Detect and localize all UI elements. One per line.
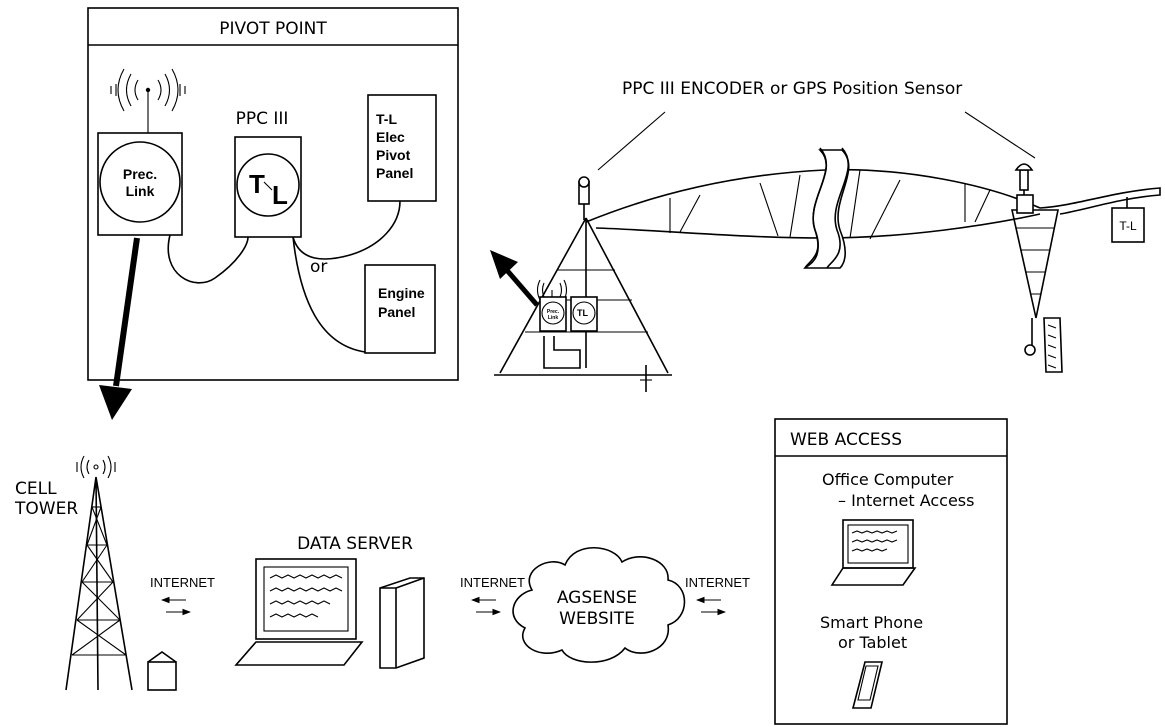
data-server-label: DATA SERVER [297,534,413,554]
engine-panel-line-2: Panel [378,304,415,320]
pivot-panel-line-3: Pivot [376,147,411,163]
or-label: or [310,257,327,277]
agsense-label-2: WEBSITE [559,609,635,629]
mini-prec-label-2: Link [548,315,558,321]
tl-logo-t: T [249,169,265,199]
mini-tl-t: TL [577,308,588,318]
engine-panel-line-1: Engine [378,285,425,301]
internet-link-1: INTERNET [150,575,215,616]
engine-panel: Engine Panel [364,264,436,354]
sensor-label: PPC III ENCODER or GPS Position Sensor [622,79,962,99]
cable-link-ppc [167,234,249,284]
pivot-point-title: PIVOT POINT [219,19,327,39]
ppc-unit: T L [234,136,302,238]
tl-logo-l: L [272,180,288,210]
agsense-cloud: AGSENSE WEBSITE [512,546,686,663]
phone-label-1: Smart Phone [820,613,923,632]
pivot-panel-line-4: Panel [376,165,413,181]
mini-ppc: TL [570,296,598,332]
precision-link-unit: Prec. Link [97,132,183,236]
pivot-point-box: PIVOT POINT Prec. Link PPC III [87,7,459,381]
pivot-machine: PPC III ENCODER or GPS Position Sensor P… [490,79,1161,392]
end-box-label: T-L [1119,219,1137,233]
cable-ppc-panel [292,200,401,260]
antenna-waves-icon [110,68,186,133]
web-access-title: WEB ACCESS [790,430,902,450]
office-label-1: Office Computer [822,470,954,489]
down-arrow-icon [99,237,140,420]
cell-tower-label-2: TOWER [14,499,78,519]
agsense-label-1: AGSENSE [557,588,637,608]
smartphone-icon [851,661,884,709]
cable-ppc-engine [292,236,366,353]
pivot-panel-line-2: Elec [376,129,405,145]
cell-tower-label-1: CELL [15,479,57,499]
up-left-arrow-icon [490,250,539,307]
internet-link-2: INTERNET [460,575,525,616]
pivot-panel-line-1: T-L [376,111,397,127]
cell-tower: CELL TOWER [14,455,177,691]
ppc-label: PPC III [236,109,289,129]
laptop-icon [830,519,917,586]
internet-label-1: INTERNET [150,575,215,590]
prec-link-label-2: Link [126,183,155,199]
internet-label-2: INTERNET [460,575,525,590]
phone-label-2: or Tablet [838,633,907,652]
internet-label-3: INTERNET [685,575,750,590]
data-server: DATA SERVER [234,534,425,669]
internet-link-3: INTERNET [685,575,750,616]
tower-antenna-icon [76,455,116,479]
mini-prec-label-1: Prec. [547,309,560,315]
office-label-2: – Internet Access [838,491,974,510]
mini-prec-link: Prec. Link [536,279,568,332]
prec-link-label-1: Prec. [123,166,157,182]
web-access-box: WEB ACCESS Office Computer – Internet Ac… [774,418,1008,725]
pivot-panel: T-L Elec Pivot Panel [367,94,437,202]
